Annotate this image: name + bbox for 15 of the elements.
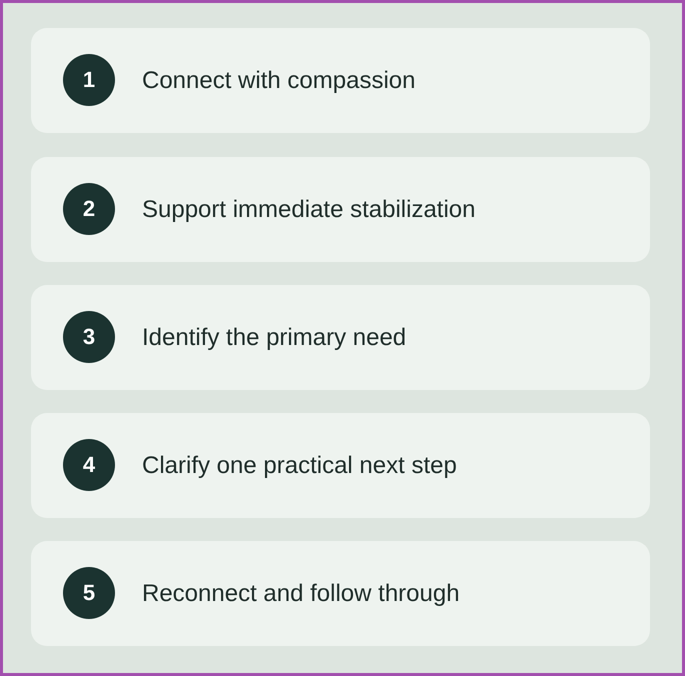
step-text: Support immediate stabilization bbox=[142, 195, 476, 225]
step-number: 2 bbox=[63, 183, 115, 235]
step-number: 3 bbox=[63, 311, 115, 363]
step-text: Clarify one practical next step bbox=[142, 451, 457, 481]
step-text: Reconnect and follow through bbox=[142, 579, 460, 609]
step-text: Connect with compassion bbox=[142, 66, 416, 96]
step-text: Identify the primary need bbox=[142, 323, 406, 353]
step-card bbox=[31, 541, 650, 646]
step-number: 1 bbox=[63, 54, 115, 106]
step-card bbox=[31, 157, 650, 262]
step-card bbox=[31, 413, 650, 518]
step-card bbox=[31, 285, 650, 390]
step-number: 4 bbox=[63, 439, 115, 491]
step-number: 5 bbox=[63, 567, 115, 619]
step-card bbox=[31, 28, 650, 133]
